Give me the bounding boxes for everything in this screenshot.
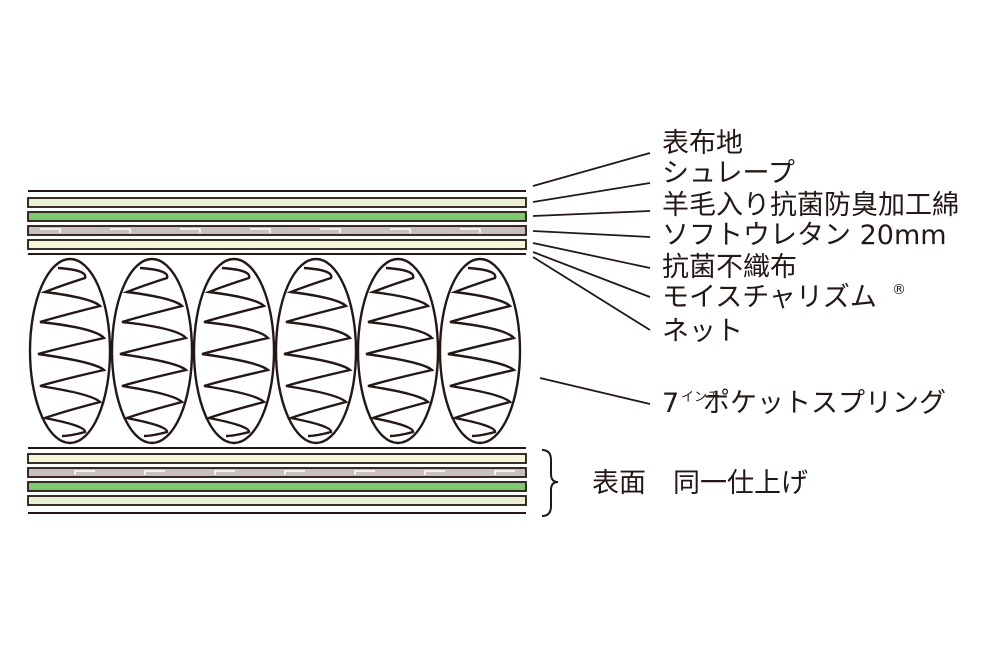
spring-1 [28, 257, 112, 445]
leader-urethane [532, 230, 651, 238]
wool-layer [27, 211, 527, 222]
label-spring-number: 7 [662, 388, 679, 419]
label-both-sides-same: 表面 同一仕上げ [592, 468, 808, 499]
label-spring-name: ポケットスプリング [703, 388, 946, 419]
shurepu-layer [27, 197, 527, 208]
label-spring-inch: インチ [681, 390, 720, 405]
spring-2 [110, 257, 194, 445]
top-layers [27, 190, 527, 255]
label-moisture: モイスチャリズム [662, 282, 877, 313]
label-net: ネット [662, 316, 743, 347]
leader-nonwoven [532, 242, 651, 269]
leader-shurepu [532, 182, 651, 203]
pocket-springs [28, 257, 522, 445]
leader-net [532, 256, 651, 331]
spring-3 [192, 257, 276, 445]
urethane-dash-marks [40, 228, 481, 233]
bottom-nonwoven-layer [27, 453, 527, 464]
spring-4 [274, 257, 358, 445]
urethane-layer [27, 225, 527, 236]
spring-6 [438, 257, 522, 445]
label-urethane: ソフトウレタン 20mm [662, 220, 947, 251]
label-wool: 羊毛入り抗菌防臭加工綿 [662, 190, 959, 221]
nonwoven-layer [27, 239, 527, 250]
leader-top-fabric [532, 152, 651, 187]
leader-wool [532, 210, 651, 217]
leader-lines [532, 152, 651, 405]
bottom-urethane-layer [27, 467, 527, 478]
label-shurepu: シュレープ [662, 158, 795, 189]
label-moisture-registered-mark: ® [892, 282, 906, 298]
leader-spring [539, 377, 651, 405]
leader-moisture [532, 251, 651, 298]
bottom-layers [27, 447, 527, 514]
label-nonwoven: 抗菌不織布 [662, 252, 797, 283]
brace-icon [541, 449, 559, 517]
spring-5 [356, 257, 440, 445]
bottom-urethane-dash-marks [74, 470, 515, 475]
label-top-fabric: 表布地 [662, 128, 743, 159]
bottom-wool-layer [27, 481, 527, 492]
bottom-shurepu-layer [27, 495, 527, 506]
